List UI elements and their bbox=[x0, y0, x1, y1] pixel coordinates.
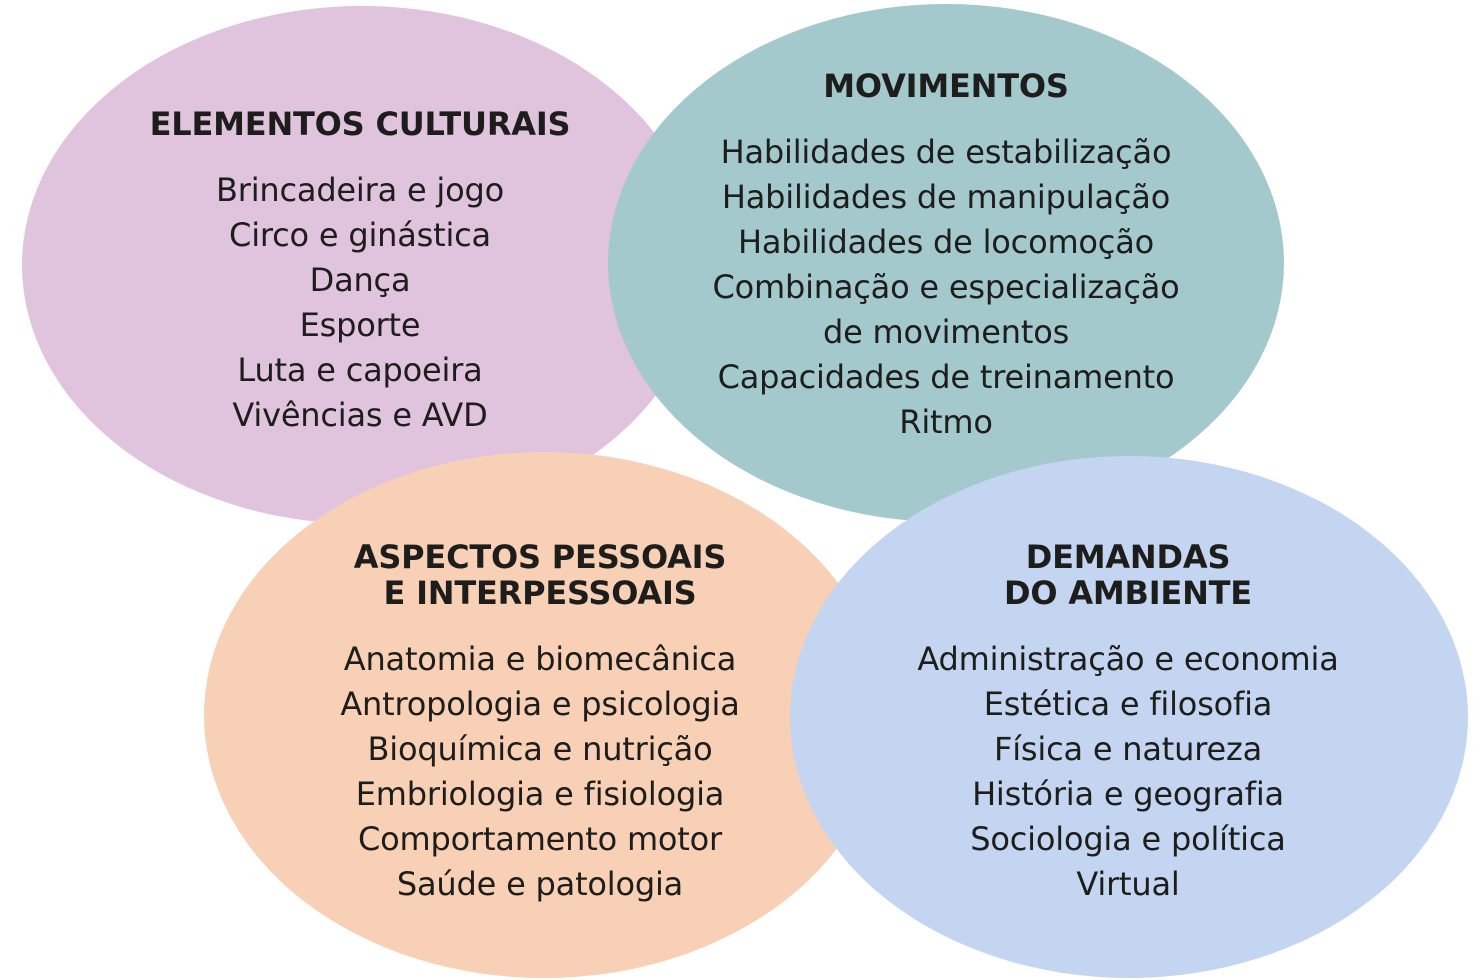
list-item: Capacidades de treinamento bbox=[717, 358, 1175, 396]
list-item: Saúde e patologia bbox=[396, 865, 684, 903]
demandas-ambiente-circle bbox=[790, 456, 1468, 978]
movimentos-block: MOVIMENTOS Habilidades de estabilização … bbox=[646, 68, 1246, 445]
list-item: Comportamento motor bbox=[358, 820, 722, 858]
movimentos-title: MOVIMENTOS bbox=[646, 68, 1246, 104]
list-item: de movimentos bbox=[822, 313, 1070, 351]
demandas-ambiente-title: DEMANDAS DO AMBIENTE bbox=[828, 539, 1428, 611]
list-item: Sociologia e política bbox=[970, 820, 1286, 858]
list-item: Física e natureza bbox=[994, 730, 1262, 768]
list-item: Bioquímica e nutrição bbox=[367, 730, 713, 768]
title-line: E INTERPESSOAIS bbox=[383, 574, 697, 612]
title-line: DO AMBIENTE bbox=[1004, 574, 1252, 612]
list-item: Circo e ginástica bbox=[229, 216, 491, 254]
elementos-culturais-circle bbox=[22, 6, 702, 524]
title-line: ELEMENTOS CULTURAIS bbox=[149, 105, 571, 143]
elementos-culturais-list: Brincadeira e jogo Circo e ginástica Dan… bbox=[60, 168, 660, 438]
movimentos-list: Habilidades de estabilização Habilidades… bbox=[646, 130, 1246, 445]
list-item: Embriologia e fisiologia bbox=[355, 775, 725, 813]
aspectos-pessoais-block: ASPECTOS PESSOAIS E INTERPESSOAIS Anatom… bbox=[240, 539, 840, 907]
title-line: DEMANDAS bbox=[1025, 538, 1231, 576]
aspectos-pessoais-list: Anatomia e biomecânica Antropologia e ps… bbox=[240, 637, 840, 907]
list-item: Estética e filosofia bbox=[983, 685, 1273, 723]
elementos-culturais-title: ELEMENTOS CULTURAIS bbox=[60, 106, 660, 142]
list-item: Luta e capoeira bbox=[237, 351, 483, 389]
list-item: Anatomia e biomecânica bbox=[343, 640, 737, 678]
elementos-culturais-block: ELEMENTOS CULTURAIS Brincadeira e jogo C… bbox=[60, 106, 660, 438]
list-item: Habilidades de locomoção bbox=[738, 223, 1154, 261]
list-item: Vivências e AVD bbox=[232, 396, 488, 434]
demandas-ambiente-block: DEMANDAS DO AMBIENTE Administração e eco… bbox=[828, 539, 1428, 907]
list-item: Ritmo bbox=[899, 403, 993, 441]
list-item: Habilidades de manipulação bbox=[721, 178, 1171, 216]
title-line: ASPECTOS PESSOAIS bbox=[353, 538, 727, 576]
list-item: Antropologia e psicologia bbox=[340, 685, 740, 723]
list-item: Combinação e especialização bbox=[712, 268, 1180, 306]
aspectos-pessoais-title: ASPECTOS PESSOAIS E INTERPESSOAIS bbox=[240, 539, 840, 611]
aspectos-pessoais-circle bbox=[204, 452, 884, 978]
list-item: Administração e economia bbox=[917, 640, 1339, 678]
list-item: Brincadeira e jogo bbox=[216, 171, 504, 209]
title-line: MOVIMENTOS bbox=[823, 67, 1069, 105]
list-item: Esporte bbox=[299, 306, 421, 344]
list-item: Virtual bbox=[1076, 865, 1180, 903]
list-item: História e geografia bbox=[972, 775, 1284, 813]
demandas-ambiente-list: Administração e economia Estética e filo… bbox=[828, 637, 1428, 907]
list-item: Dança bbox=[309, 261, 411, 299]
list-item: Habilidades de estabilização bbox=[720, 133, 1172, 171]
movimentos-circle bbox=[608, 4, 1284, 522]
